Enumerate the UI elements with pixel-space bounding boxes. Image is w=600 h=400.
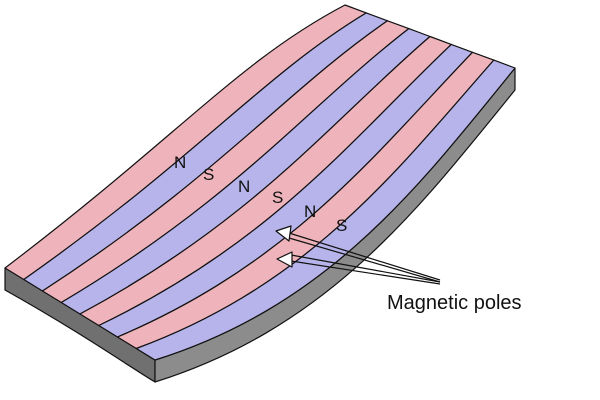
pointer-line-lower — [290, 260, 441, 285]
pole-label-s: S — [203, 165, 214, 184]
pointer-line-upper — [288, 237, 441, 283]
pole-label-n: N — [174, 153, 186, 172]
magnetic-stripes — [4, 4, 516, 361]
caption-magnetic-poles: Magnetic poles — [387, 292, 522, 314]
pointer-arrows — [275, 225, 441, 285]
arrowhead-lower — [276, 251, 293, 268]
pole-label-n: N — [304, 202, 316, 221]
pole-label-s: S — [336, 216, 347, 235]
pointer-line-upper — [288, 232, 441, 281]
pole-labels: N S N S N S — [174, 153, 347, 235]
pole-label-s: S — [272, 188, 283, 207]
stripe-lavender — [135, 59, 516, 361]
arrowhead-upper — [275, 225, 292, 242]
pole-label-n: N — [238, 177, 250, 196]
pointer-line-lower — [290, 254, 441, 283]
